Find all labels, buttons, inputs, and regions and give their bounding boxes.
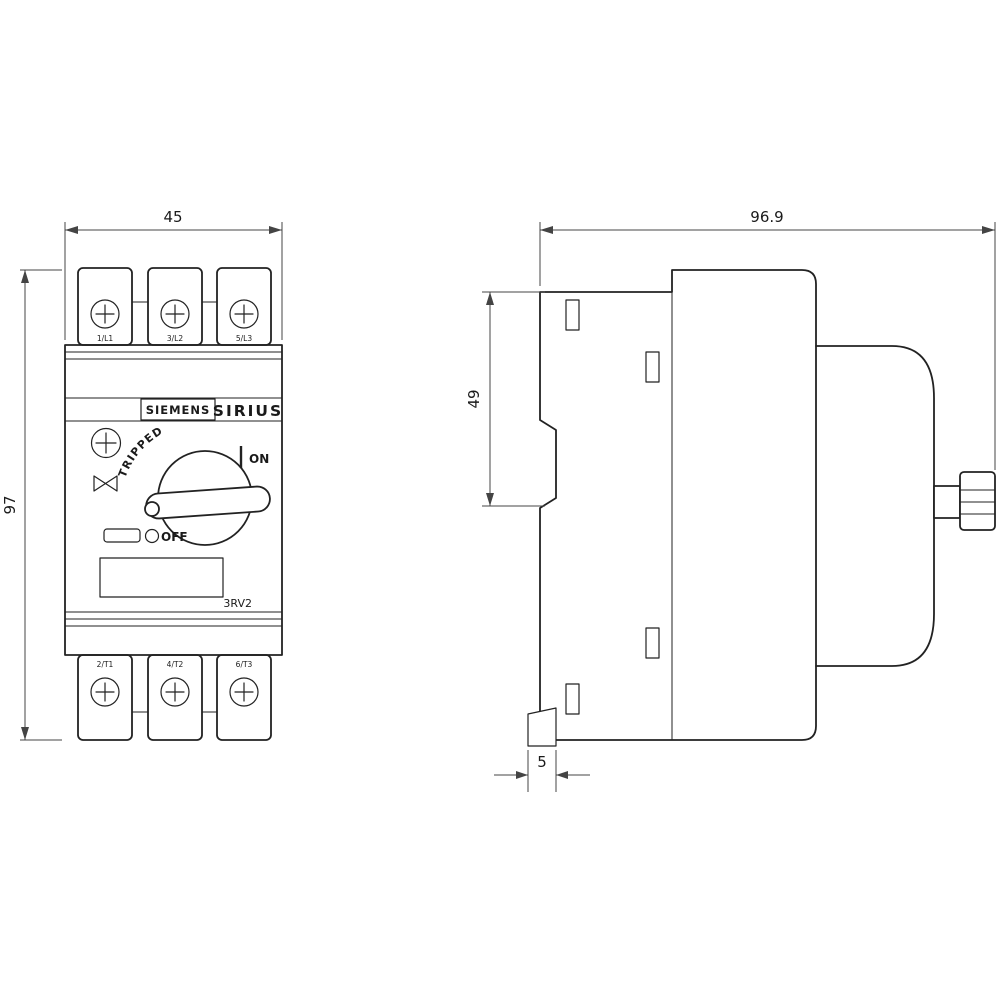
terminal-screw — [90, 299, 120, 329]
knob-shaft — [933, 471, 996, 531]
terminal-screw — [90, 677, 120, 707]
knob-pivot — [144, 501, 160, 517]
test-symbol-icon — [93, 475, 118, 492]
model-number: 3RV2 — [223, 597, 252, 610]
terminal-label: 4/T2 — [167, 660, 184, 669]
vent-slot — [645, 627, 660, 659]
arrowhead — [516, 771, 528, 779]
bottom-terminal-block: 2/T1 4/T2 6/T3 — [77, 654, 272, 741]
dimension-depth: 96.9 — [539, 208, 996, 470]
vent-slot — [565, 683, 580, 715]
off-label: OFF — [161, 530, 188, 544]
terminal-tab — [147, 267, 203, 346]
top-terminal-block: 1/L1 3/L2 5/L3 — [77, 267, 272, 346]
dimension-clip: 5 — [494, 750, 590, 792]
dimension-upper-height: 49 — [465, 291, 545, 507]
terminal-screw — [229, 677, 259, 707]
terminal-screw — [229, 299, 259, 329]
arrowhead — [21, 727, 29, 740]
terminal-tab — [216, 654, 272, 741]
side-view — [527, 269, 996, 747]
terminal-tab — [77, 267, 133, 346]
front-housing — [815, 345, 935, 667]
brand-bar: SIEMENS SIRIUS — [65, 397, 283, 422]
tripped-arc-label: TRIPPED — [116, 424, 166, 479]
current-adjustment-dial — [90, 427, 122, 459]
dimension-height-value: 97 — [1, 495, 19, 514]
terminal-label: 6/T3 — [236, 660, 253, 669]
side-body — [539, 269, 817, 741]
terminal-tab — [216, 267, 272, 346]
brand-logo: SIEMENS — [146, 403, 211, 417]
terminal-screw — [160, 299, 190, 329]
front-view: 1/L1 3/L2 5/L3 SIEMENS SIRIUS — [64, 267, 283, 741]
dimension-height: 97 — [1, 269, 62, 741]
reset-window — [103, 528, 141, 543]
vent-slot — [645, 351, 660, 383]
knob-handle — [145, 485, 271, 520]
arrowhead — [556, 771, 568, 779]
arrowhead — [269, 226, 282, 234]
dimension-depth-value: 96.9 — [750, 208, 783, 226]
off-position-mark — [144, 528, 160, 544]
terminal-screw — [160, 677, 190, 707]
shaft-tip — [959, 471, 996, 531]
vent-slot — [565, 299, 580, 331]
arrowhead — [486, 493, 494, 506]
terminal-label: 1/L1 — [97, 334, 113, 343]
terminal-label: 5/L3 — [236, 334, 252, 343]
dimension-width: 45 — [64, 208, 283, 340]
series-name: SIRIUS — [213, 402, 283, 420]
shaft-neck — [933, 485, 961, 519]
arrowhead — [65, 226, 78, 234]
arrowhead — [540, 226, 553, 234]
arrowhead — [21, 270, 29, 283]
on-label: ON — [249, 452, 269, 466]
terminal-label: 2/T1 — [97, 660, 114, 669]
dimension-width-value: 45 — [163, 208, 182, 226]
brand-logo-frame — [140, 398, 216, 421]
terminal-label: 3/L2 — [167, 334, 183, 343]
din-rail-clip — [527, 707, 557, 747]
dimension-clip-value: 5 — [537, 753, 547, 771]
dimension-upper-height-value: 49 — [465, 389, 483, 408]
terminal-tab — [147, 654, 203, 741]
label-window — [99, 557, 224, 598]
arrowhead — [486, 292, 494, 305]
rotary-switch: TRIPPED ON OFF — [116, 424, 271, 546]
terminal-tab — [77, 654, 133, 741]
arrowhead — [982, 226, 995, 234]
